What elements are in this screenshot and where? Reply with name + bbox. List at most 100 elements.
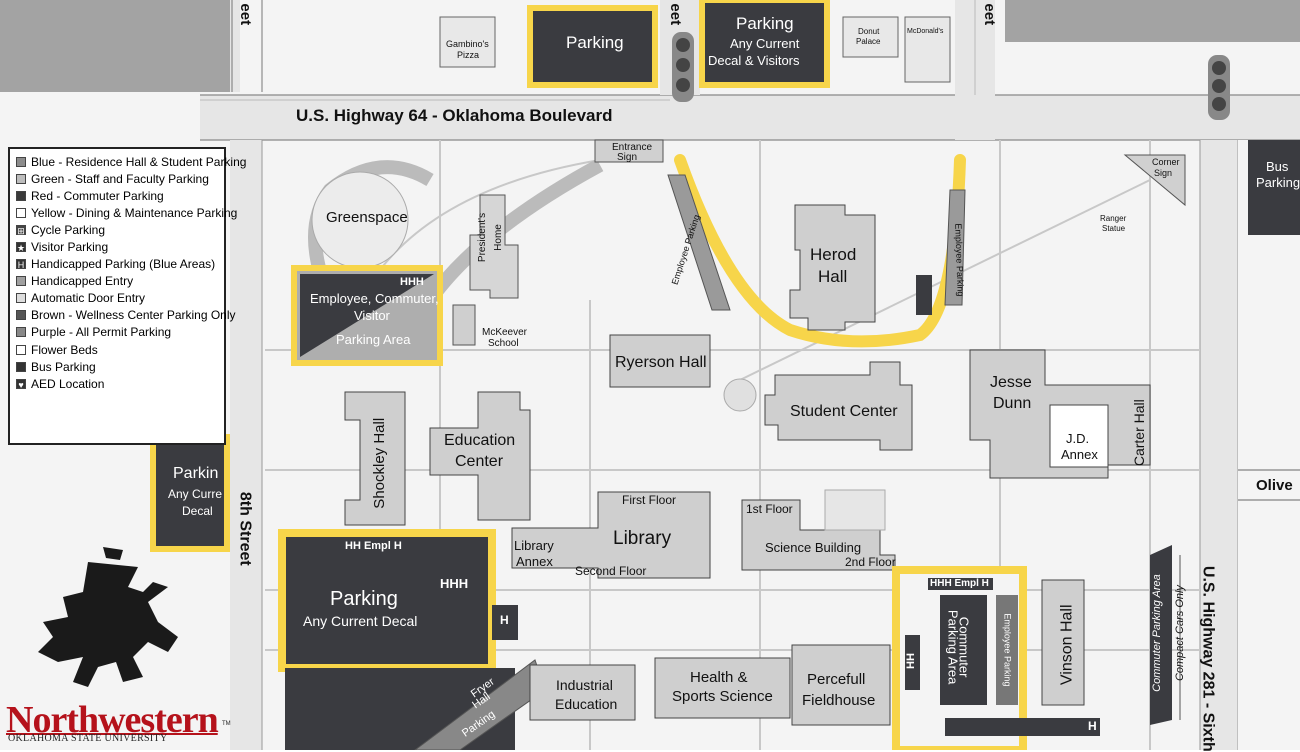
carter-hall-label: Carter Hall <box>1130 399 1147 467</box>
legend-item: Bus Parking <box>10 358 224 375</box>
highway-64-label: U.S. Highway 64 - Oklahoma Boulevard <box>296 106 613 125</box>
commuter-hh: HH <box>904 653 917 669</box>
library <box>511 491 711 579</box>
library-label: Library <box>613 528 672 549</box>
library-second-floor: Second Floor <box>575 564 647 578</box>
donut-line1: Donut <box>858 27 880 36</box>
top-parking-mid-sub1: Any Current <box>730 36 800 51</box>
jd-annex-line2: Annex <box>1061 447 1098 462</box>
greenspace-label: Greenspace <box>326 209 408 226</box>
main-parking-lot <box>278 529 496 672</box>
legend-label: Blue - Residence Hall & Student Parking <box>31 154 247 169</box>
legend-swatch <box>16 344 26 355</box>
logo-wordmark: Northwestern <box>6 699 219 741</box>
legend-label: Visitor Parking <box>31 240 109 255</box>
jd-annex-line1: J.D. <box>1066 431 1090 446</box>
percefull-line2: Fieldhouse <box>802 692 876 709</box>
legend-swatch <box>16 310 26 321</box>
industrial-ed-line2: Education <box>555 696 618 712</box>
vinson-hall <box>1041 579 1085 706</box>
ranger-statue-line2: Statue <box>1102 224 1126 233</box>
shockley-label: Shockley Hall <box>371 417 389 509</box>
entrance-sign-line1: Entrance <box>612 142 653 153</box>
legend-label: Brown - Wellness Center Parking Only <box>31 308 236 323</box>
legend-item: ♥AED Location <box>10 375 224 392</box>
mckeever-line1: McKeever <box>482 327 528 338</box>
legend-swatch <box>16 293 26 304</box>
education-center-line1: Education <box>444 432 516 449</box>
vinson-hall-label: Vinson Hall <box>1058 604 1076 686</box>
ecv-line2: Visitor <box>354 308 390 323</box>
left-parking-line2: Any Curre <box>168 487 223 501</box>
legend-item: ★ Visitor Parking <box>10 238 224 255</box>
industrial-education <box>529 664 636 721</box>
main-parking-sub: Any Current Decal <box>303 613 418 629</box>
mcdonalds-label: McDonald's <box>907 28 944 35</box>
h-marker-2: H <box>1088 719 1097 733</box>
legend-item: Yellow - Dining & Maintenance Parking <box>10 204 237 221</box>
left-parking-line3: Decal <box>182 504 213 518</box>
header-gray-right <box>1005 0 1300 42</box>
bus-parking-lot <box>1248 140 1300 235</box>
main-parking-hh: HH Empl H <box>345 540 402 552</box>
legend-item: Brown - Wellness Center Parking Only <box>10 307 236 324</box>
jd-annex <box>1049 404 1109 468</box>
science-second-floor: 2nd Floor <box>845 555 896 569</box>
science-building <box>741 499 896 571</box>
cowboy-logo-icon <box>38 547 178 687</box>
left-parking-line1: Parkin <box>173 465 219 482</box>
herod-line1: Herod <box>810 245 857 264</box>
handicap-icon: H <box>16 259 26 271</box>
top-parking-mid-title: Parking <box>736 14 794 33</box>
donut-line2: Palace <box>856 37 881 46</box>
legend-label: Flower Beds <box>31 342 98 357</box>
presidents-home-line2: Home <box>492 224 504 251</box>
student-center <box>764 361 913 451</box>
legend-item: Flower Beds <box>10 341 224 358</box>
health-sports-science <box>654 657 791 719</box>
highway-281 <box>1200 140 1238 750</box>
8th-street <box>230 140 262 750</box>
aed-icon: ♥ <box>16 378 26 390</box>
commuter-line2: Parking Area <box>945 609 961 685</box>
top-parking-mid-lot <box>699 0 830 88</box>
legend-label: Yellow - Dining & Maintenance Parking <box>31 205 238 220</box>
bus-parking-line2: Parking <box>1256 175 1300 190</box>
highway-281-label: U.S. Highway 281 - Sixth <box>1199 565 1217 752</box>
science-building-label: Science Building <box>765 540 862 555</box>
corner-sign-line1: Corner <box>1152 157 1180 167</box>
legend-swatch <box>16 327 26 338</box>
commuter-compact-line2: Compact Cars Only <box>1173 585 1186 682</box>
left-parking-lot <box>150 434 230 552</box>
legend-label: Purple - All Permit Parking <box>31 325 172 340</box>
street-cut-3: eet <box>981 3 999 26</box>
legend-label: Red - Commuter Parking <box>31 188 164 203</box>
legend-item: H Handicapped Parking (Blue Areas) <box>10 256 224 273</box>
legend-item: Automatic Door Entry <box>10 290 224 307</box>
logo-tm: TM <box>222 721 231 727</box>
main-parking-title: Parking <box>330 588 398 610</box>
h-marker-1: H <box>500 613 509 627</box>
top-parking-left-lot <box>527 5 658 88</box>
star-icon: ★ <box>16 242 26 254</box>
legend-item: Blue - Residence Hall & Student Parking <box>10 153 246 170</box>
8th-street-label: 8th Street <box>236 491 254 566</box>
library-first-floor: First Floor <box>622 493 676 507</box>
jesse-dunn-line2: Dunn <box>993 395 1032 412</box>
legend-item: Green - Staff and Faculty Parking <box>10 170 224 187</box>
herod-hall <box>789 204 876 331</box>
cycle-icon: ⊞ <box>16 224 26 236</box>
ecv-line3: Parking Area <box>336 332 411 347</box>
commuter-hhh-empl: HHH Empl H <box>930 578 989 589</box>
legend-swatch <box>16 190 26 201</box>
corner-sign-line2: Sign <box>1154 168 1173 178</box>
education-center-line2: Center <box>455 453 504 470</box>
olive-label: Olive <box>1256 477 1293 494</box>
legend-label: Handicapped Parking (Blue Areas) <box>31 257 216 272</box>
student-center-label: Student Center <box>790 403 898 420</box>
compact-car-lot <box>1150 545 1172 725</box>
jesse-dunn-line1: Jesse <box>990 374 1032 391</box>
legend-swatch <box>16 276 26 287</box>
